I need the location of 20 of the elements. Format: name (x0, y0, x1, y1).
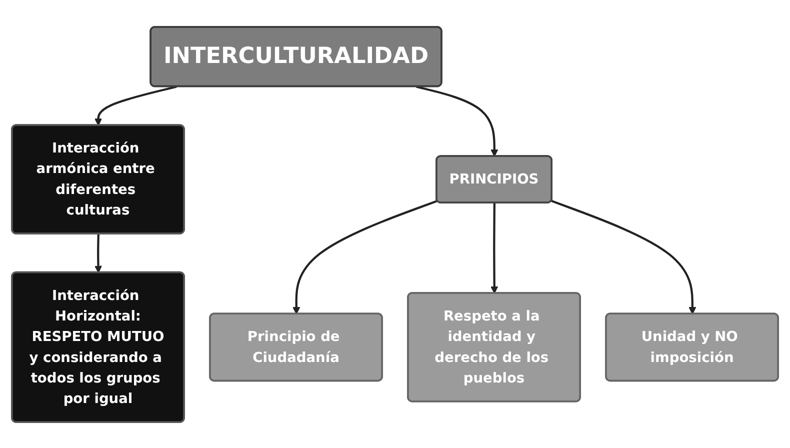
arrow (490, 202, 498, 294)
concept-box (150, 26, 442, 87)
concept-box (209, 312, 383, 382)
arrow (416, 85, 498, 156)
concept-box (11, 124, 185, 234)
arrow (94, 85, 177, 126)
concept-text: PRINCIPIOS (449, 169, 539, 189)
concept-box (436, 154, 552, 203)
concept-text: Unidad y NO imposición (640, 326, 739, 367)
concept-text: Interacción Horizontal: RESPETO MUTUO y considerando a todos los grupos por igual (28, 285, 166, 408)
arrow (94, 233, 102, 273)
concept-text: Interacción armónica entre diferentes culturas (35, 138, 156, 220)
concept-box (11, 270, 185, 422)
arrow (292, 199, 438, 314)
concept-text: INTERCULTURALIDAD (163, 42, 429, 71)
concept-box (605, 312, 779, 382)
concept-box (407, 292, 581, 402)
concept-text: Principio de Ciudadanía (246, 326, 341, 367)
concept-text: Respeto a la identidad y derecho de los pueblos (434, 306, 550, 388)
arrow (551, 199, 696, 314)
